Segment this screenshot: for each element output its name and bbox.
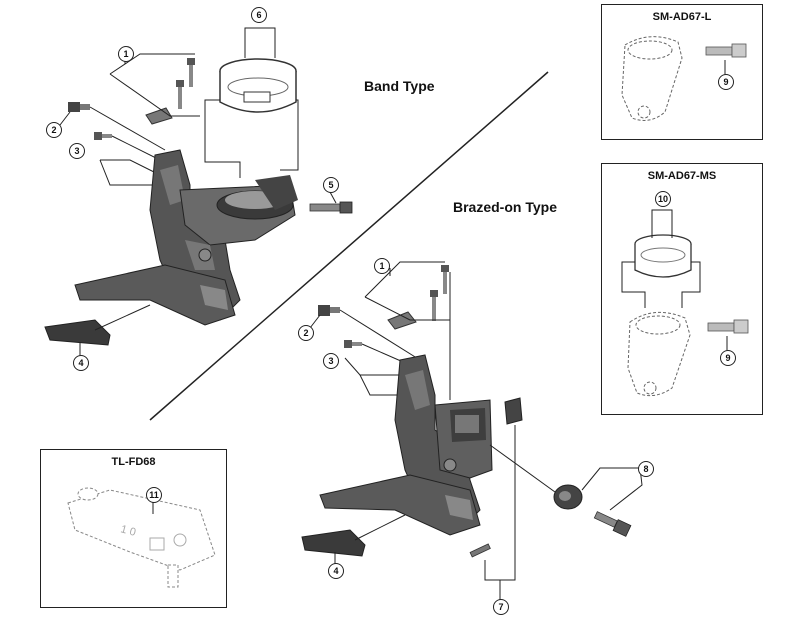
band-clamp-part-6 <box>219 58 297 113</box>
callout-4-brazed: 4 <box>328 563 344 579</box>
sm-ad67-l-adapter <box>621 36 747 121</box>
sm-ad67-l-label: SM-AD67-L <box>652 11 712 23</box>
svg-text:1 0: 1 0 <box>119 523 137 539</box>
screw-part-3 <box>94 132 112 140</box>
callout-1-brazed: 1 <box>374 258 390 274</box>
cover-part-4-brazed <box>301 529 366 557</box>
callout-11-tool: 11 <box>146 487 162 503</box>
screw-part-2-brazed <box>318 305 340 316</box>
sm-ad67-l-box: SM-AD67-L <box>601 4 763 140</box>
shim-plate <box>504 397 523 425</box>
callout-3-brazed: 3 <box>323 353 339 369</box>
screw-part-3-brazed <box>344 340 362 348</box>
callout-10-ms: 10 <box>655 191 671 207</box>
tl-fd68-tool: 1 0 <box>67 487 216 588</box>
sm-ad67-ms-adapter <box>621 209 749 397</box>
sm-ad67-ms-box: SM-AD67-MS <box>601 163 763 415</box>
brazed-on-type-title: Brazed-on Type <box>453 199 557 215</box>
tl-fd68-box: TL-FD68 <box>40 449 227 608</box>
tl-fd68-label: TL-FD68 <box>111 456 156 468</box>
pin-part-7 <box>469 543 491 558</box>
bolt-part-1 <box>145 58 195 125</box>
callout-9-l: 9 <box>718 74 734 90</box>
sm-ad67-ms-label: SM-AD67-MS <box>647 170 717 182</box>
callout-1-band: 1 <box>118 46 134 62</box>
callout-2-band: 2 <box>46 122 62 138</box>
callout-2-brazed: 2 <box>298 325 314 341</box>
washer-bolt-part-8 <box>553 484 632 537</box>
leader-6c <box>280 99 299 171</box>
band-derailleur-body <box>74 149 298 326</box>
callout-6: 6 <box>251 7 267 23</box>
brazed-on-assembly <box>301 261 643 600</box>
callout-5-band: 5 <box>323 177 339 193</box>
callout-8-brazed: 8 <box>638 461 654 477</box>
leader-6b <box>204 99 241 178</box>
leader-1b <box>109 73 200 117</box>
bolt-part-5 <box>309 201 353 214</box>
cover-part-4 <box>44 319 111 346</box>
leader-6 <box>244 27 276 58</box>
callout-9-ms: 9 <box>720 350 736 366</box>
callout-3-band: 3 <box>69 143 85 159</box>
band-type-assembly <box>44 27 353 355</box>
screw-part-2 <box>68 102 90 112</box>
callout-7-brazed: 7 <box>493 599 509 615</box>
bolt-part-1-brazed <box>387 265 449 330</box>
brazed-derailleur-body <box>319 354 493 536</box>
band-type-title: Band Type <box>364 78 435 94</box>
callout-4-band: 4 <box>73 355 89 371</box>
section-divider <box>149 71 549 421</box>
leader-1 <box>109 53 195 75</box>
